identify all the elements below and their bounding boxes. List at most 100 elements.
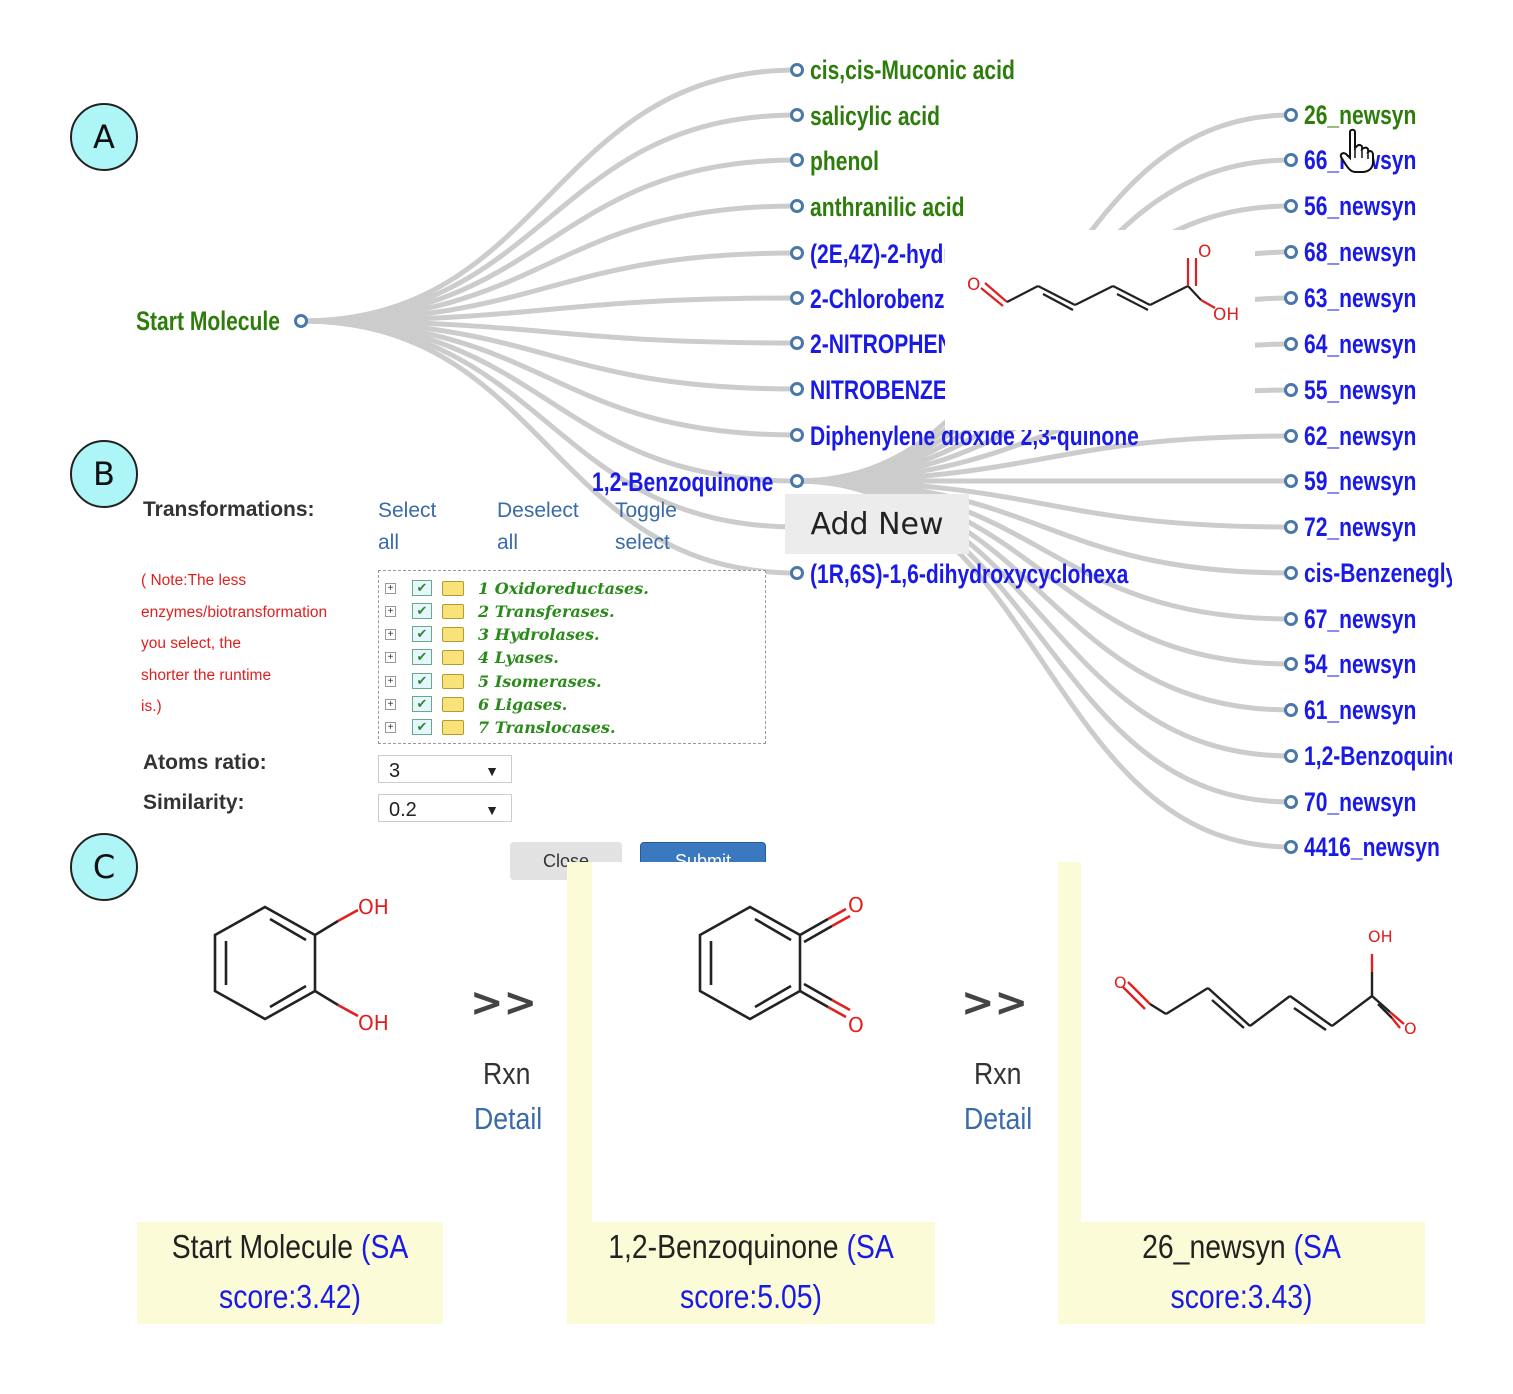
enzyme-class-tree: +✔1 Oxidoreductases. +✔2 Transferases. +… <box>378 570 766 744</box>
tree-child-label[interactable]: 56_newsyn <box>1304 191 1417 221</box>
folder-icon <box>442 626 464 642</box>
tree-node-label[interactable]: salicylic acid <box>810 101 940 131</box>
folder-icon <box>442 580 464 596</box>
expand-icon[interactable]: + <box>385 628 396 640</box>
atom-oh: OH <box>1368 927 1393 946</box>
benzoquinone-structure: O O <box>698 893 864 1037</box>
atoms-ratio-label: Atoms ratio: <box>143 751 267 774</box>
panel-label-b: B <box>70 440 138 508</box>
panel-label-a: A <box>70 103 138 171</box>
tree-root-label[interactable]: Start Molecule <box>136 306 280 336</box>
expand-icon[interactable]: + <box>385 698 396 710</box>
rxn-detail-link[interactable]: Detail <box>474 1101 543 1136</box>
checkbox-checked-icon[interactable]: ✔ <box>412 580 432 596</box>
tree-node-circle <box>1284 245 1298 259</box>
expand-icon[interactable]: + <box>385 605 396 617</box>
enzyme-class-row[interactable]: +✔3 Hydrolases. <box>385 623 600 645</box>
tree-node-circle <box>1284 429 1298 443</box>
enzyme-class-row[interactable]: +✔6 Ligases. <box>385 693 567 715</box>
similarity-select[interactable]: 0.2▼ <box>378 794 512 822</box>
tree-link <box>300 67 798 324</box>
add-new-menu-item[interactable]: Add New <box>785 494 969 554</box>
atom-o: O <box>848 893 864 917</box>
tree-node-circle <box>1284 520 1298 534</box>
atom-oh: OH <box>358 1011 389 1035</box>
atom-o: O <box>967 275 980 295</box>
enzyme-class-row[interactable]: +✔7 Translocases. <box>385 716 616 738</box>
checkbox-checked-icon[interactable]: ✔ <box>412 626 432 642</box>
rxn-detail-link[interactable]: Detail <box>964 1101 1033 1136</box>
tree-child-label[interactable]: 54_newsyn <box>1304 649 1417 679</box>
folder-icon <box>442 649 464 665</box>
tree-node-circle <box>1284 612 1298 626</box>
card-image-area <box>592 862 935 1222</box>
checkbox-checked-icon[interactable]: ✔ <box>412 673 432 689</box>
checkbox-checked-icon[interactable]: ✔ <box>412 719 432 735</box>
enzyme-class-row[interactable]: +✔1 Oxidoreductases. <box>385 577 649 599</box>
tree-link <box>300 112 798 324</box>
pathway-card-start <box>137 1222 443 1324</box>
catechol-structure: OH OH <box>213 895 389 1035</box>
tree-child-label[interactable]: 62_newsyn <box>1304 421 1417 451</box>
tree-node-label-expanded[interactable]: 1,2-Benzoquinone <box>592 467 774 497</box>
tree-node-circle <box>790 336 804 350</box>
checkbox-checked-icon[interactable]: ✔ <box>412 649 432 665</box>
folder-icon <box>442 603 464 619</box>
tree-node-circle <box>1284 795 1298 809</box>
tree-child-label[interactable]: 4416_newsyn <box>1304 832 1440 862</box>
tree-node-circle <box>1284 383 1298 397</box>
tree-node-circle <box>790 246 804 260</box>
expand-icon[interactable]: + <box>385 675 396 687</box>
structure-tooltip: O O OH <box>945 230 1255 430</box>
tree-node-circle <box>790 382 804 396</box>
pathway-tree <box>294 63 1298 854</box>
tree-child-label[interactable]: 67_newsyn <box>1304 604 1417 634</box>
tree-child-label[interactable]: 68_newsyn <box>1304 237 1417 267</box>
checkbox-checked-icon[interactable]: ✔ <box>412 696 432 712</box>
enzyme-class-row[interactable]: + ✔ 2 Transferases. <box>385 600 615 622</box>
enzyme-class-label: 2 Transferases. <box>478 601 615 621</box>
tree-node-circle <box>1284 337 1298 351</box>
tree-child-label[interactable]: 55_newsyn <box>1304 375 1417 405</box>
atom-oh: OH <box>358 895 389 919</box>
tree-node-circle <box>1284 657 1298 671</box>
expand-icon[interactable]: + <box>385 721 396 733</box>
tree-child-label[interactable]: 61_newsyn <box>1304 695 1417 725</box>
tree-child-label[interactable]: 59_newsyn <box>1304 466 1417 496</box>
tree-child-label[interactable]: 64_newsyn <box>1304 329 1417 359</box>
atom-o: O <box>1404 1019 1417 1038</box>
tree-child-label[interactable]: 63_newsyn <box>1304 283 1417 313</box>
tree-node-label[interactable]: (1R,6S)-1,6-dihydroxycyclohexa <box>810 559 1129 589</box>
enzyme-class-row[interactable]: +✔5 Isomerases. <box>385 670 602 692</box>
reaction-arrow: >> <box>961 980 1029 1026</box>
expand-icon[interactable]: + <box>385 651 396 663</box>
tree-child-label[interactable]: cis-Benzeneglycol <box>1304 558 1452 588</box>
tree-node-label[interactable]: cis,cis-Muconic acid <box>810 55 1015 85</box>
dropdown-arrow-icon: ▼ <box>485 763 499 779</box>
tree-child-label[interactable]: 26_newsyn <box>1304 100 1417 130</box>
checkbox-checked-icon[interactable]: ✔ <box>412 603 432 619</box>
rxn-label: Rxn <box>483 1056 531 1091</box>
tree-node-circle <box>790 153 804 167</box>
tree-node-circle <box>1284 474 1298 488</box>
tree-node-circle <box>790 566 804 580</box>
tree-node-label[interactable]: phenol <box>810 146 880 176</box>
hand-pointer-icon <box>1339 128 1374 173</box>
tree-child-label[interactable]: 70_newsyn <box>1304 787 1417 817</box>
tree-node-circle <box>1284 153 1298 167</box>
rxn-label: Rxn <box>974 1056 1022 1091</box>
tree-child-label[interactable]: 1,2-Benzoquinone <box>1304 741 1452 771</box>
tree-link <box>300 203 798 324</box>
atoms-ratio-select[interactable]: 3▼ <box>378 755 512 783</box>
tree-node-label[interactable]: anthranilic acid <box>810 192 965 222</box>
folder-icon <box>442 719 464 735</box>
tree-child-label[interactable]: 72_newsyn <box>1304 512 1417 542</box>
enzyme-class-row[interactable]: +✔4 Lyases. <box>385 646 559 668</box>
expand-icon[interactable]: + <box>385 582 396 594</box>
tree-node-circle <box>790 474 804 488</box>
